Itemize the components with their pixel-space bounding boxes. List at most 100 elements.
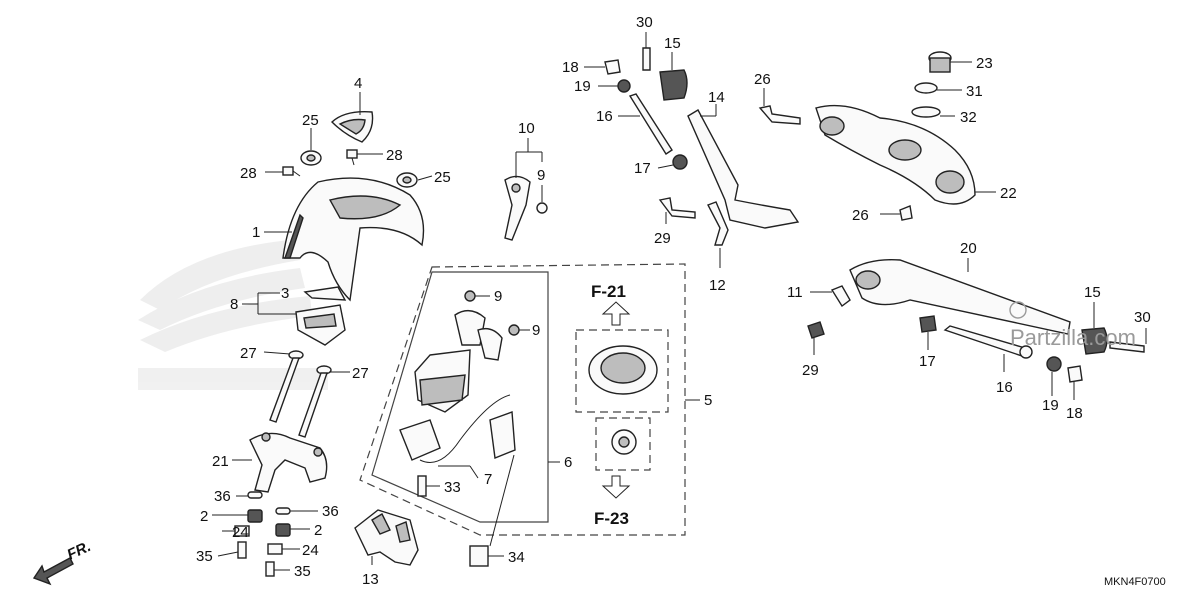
- part-8-bracket[interactable]: [295, 304, 346, 346]
- callout: 18: [562, 59, 579, 76]
- ignition-switch-assembly[interactable]: [414, 310, 503, 413]
- part-26-bolt-right[interactable]: [899, 205, 913, 221]
- callout: 31: [966, 83, 983, 100]
- callout: 2: [200, 508, 208, 525]
- callout: 30: [1134, 309, 1151, 326]
- watermark-text: Partzilla.com: [1010, 325, 1136, 350]
- callout: 30: [636, 14, 653, 31]
- callout: 9: [494, 288, 502, 305]
- callout: 35: [196, 548, 213, 565]
- part-14-handlebar-left[interactable]: [687, 109, 800, 229]
- callout: 10: [518, 120, 535, 137]
- part-29-bolt-top[interactable]: [658, 197, 696, 219]
- part-24-collar-right[interactable]: [267, 543, 283, 555]
- callout: 8: [230, 296, 238, 313]
- callout: 25: [434, 169, 451, 186]
- callout: 16: [996, 379, 1013, 396]
- switch-harness[interactable]: [399, 394, 516, 463]
- callout-labels: 1 2 2 3 4 5 6 7 8 9 9 9 10 11 12 13 14 1…: [196, 14, 1151, 588]
- part-3-clip[interactable]: [303, 286, 347, 301]
- part-9-nut-right[interactable]: [508, 324, 520, 336]
- part-25-grommet-right[interactable]: [396, 172, 418, 188]
- callout: 28: [240, 165, 257, 182]
- part-18-cap-top[interactable]: [604, 59, 621, 75]
- part-27-bolt-left[interactable]: [269, 350, 304, 423]
- part-4-trim-plate[interactable]: [330, 111, 374, 143]
- callout: 15: [1084, 284, 1101, 301]
- part-32-washer[interactable]: [911, 106, 941, 118]
- callout: 34: [508, 549, 525, 566]
- part-18-cap-right[interactable]: [1067, 365, 1083, 383]
- part-15-bushing-right[interactable]: [1081, 327, 1108, 355]
- callout: 29: [654, 230, 671, 247]
- callout: 33: [444, 479, 461, 496]
- callout: 27: [352, 365, 369, 382]
- part-15-bushing-top[interactable]: [659, 69, 688, 101]
- part-28-screw-left[interactable]: [282, 166, 301, 177]
- part-16-shaft-top[interactable]: [628, 93, 673, 155]
- callout: 12: [709, 277, 726, 294]
- callout: 13: [362, 571, 379, 588]
- callout: 26: [754, 71, 771, 88]
- part-13-lower-cover[interactable]: [354, 509, 419, 566]
- part-10-key[interactable]: [504, 175, 531, 241]
- callout: 27: [240, 345, 257, 362]
- callout: 16: [596, 108, 613, 125]
- part-28-screw-right[interactable]: [346, 149, 358, 166]
- callout: 25: [302, 112, 319, 129]
- callout: 14: [708, 89, 725, 106]
- part-20-handlebar-right[interactable]: [849, 259, 1071, 335]
- callout: 36: [322, 503, 339, 520]
- callout: 15: [664, 35, 681, 52]
- honda-wing-logo-background: [138, 240, 328, 390]
- part-22-top-bridge[interactable]: [815, 104, 976, 205]
- part-12-bracket[interactable]: [707, 201, 729, 246]
- callout: 28: [386, 147, 403, 164]
- part-2-spring-left[interactable]: [247, 509, 263, 523]
- part-31-washer[interactable]: [914, 82, 938, 94]
- part-16-shaft-right[interactable]: [943, 325, 1033, 359]
- callout: 1: [252, 224, 260, 241]
- part-30-bolt-right[interactable]: [1109, 341, 1145, 353]
- callout: 36: [214, 488, 231, 505]
- small-cap-assembly[interactable]: [595, 417, 651, 471]
- callout: 18: [1066, 405, 1083, 422]
- part-35-screw-right[interactable]: [265, 561, 275, 577]
- part-25-grommet-left[interactable]: [300, 150, 322, 166]
- callout: 7: [484, 471, 492, 488]
- part-1-upper-cover[interactable]: [282, 177, 425, 302]
- part-19-collar-right[interactable]: [1046, 356, 1062, 372]
- callout: 20: [960, 240, 977, 257]
- part-5-assembly-outline: [359, 263, 686, 536]
- part-9-nut-top[interactable]: [536, 202, 548, 214]
- watermark: Partzilla.com: [1009, 301, 1136, 350]
- reference-f23: F-23: [594, 509, 629, 528]
- part-19-collar-top[interactable]: [617, 79, 631, 93]
- part-17-nut-right[interactable]: [919, 315, 937, 333]
- part-26-bolt-top[interactable]: [758, 105, 801, 125]
- part-34-connector[interactable]: [469, 545, 489, 567]
- reference-f21: F-21: [591, 282, 626, 301]
- part-11-bracket[interactable]: [830, 285, 851, 308]
- part-9-nut-mid[interactable]: [464, 290, 476, 302]
- part-36-pin-right[interactable]: [275, 507, 291, 515]
- part-6-assembly-outline: [371, 271, 549, 523]
- callout: 26: [852, 207, 869, 224]
- up-arrow-icon: [601, 301, 631, 326]
- part-35-screw-left[interactable]: [237, 541, 247, 559]
- callout: 3: [281, 285, 289, 302]
- part-27-bolt-right[interactable]: [298, 365, 332, 438]
- callout: 21: [212, 453, 229, 470]
- fuel-cap-assembly[interactable]: [575, 329, 669, 413]
- part-23-stem-nut[interactable]: [928, 51, 952, 73]
- part-30-bolt-top[interactable]: [642, 47, 651, 71]
- callout: 6: [564, 454, 572, 471]
- part-17-nut-top[interactable]: [672, 154, 688, 170]
- part-33-screw[interactable]: [417, 475, 427, 497]
- direction-label: FR.: [65, 538, 94, 564]
- part-2-spring-right[interactable]: [275, 523, 291, 537]
- callout: 4: [354, 75, 362, 92]
- part-36-pin-left[interactable]: [247, 491, 263, 499]
- part-21-stay[interactable]: [249, 432, 328, 493]
- part-29-bolt-right[interactable]: [807, 321, 825, 339]
